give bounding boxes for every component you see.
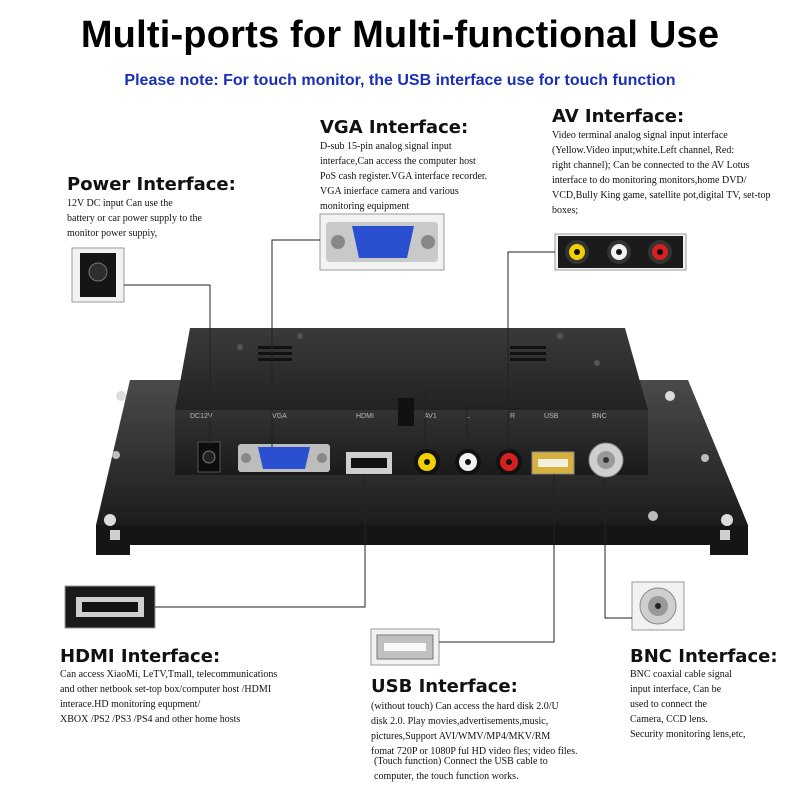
usb-desc-line: fomat 720P or 1080P ful HD video fles; v… (371, 746, 578, 757)
screw-hole (721, 514, 733, 526)
panel-label-av1: AV1 (424, 413, 437, 420)
mounting-frame (96, 380, 748, 555)
av-desc-line: right channel); Can be connected to the … (552, 160, 750, 171)
housing-top (175, 328, 648, 410)
vga-desc-line: PoS cash register.VGA interface recorder… (320, 171, 488, 182)
frame-foot-right (710, 545, 748, 555)
vga-desc-line: D-sub 15-pin analog signal input (320, 141, 452, 152)
usb-touch-line: (Touch function) Connect the USB cable t… (374, 756, 548, 767)
power-interface-description: 12V DC input Can use the battery or car … (67, 196, 202, 241)
bnc-desc-line: BNC coaxial cable signal (630, 669, 732, 680)
power-interface-heading: Power Interface: (67, 174, 236, 195)
housing-screw (557, 333, 563, 339)
usb-desc-line: (without touch) Can access the hard disk… (371, 701, 559, 712)
av-desc-line: boxes; (552, 205, 579, 216)
page-title: Multi-ports for Multi-functional Use (80, 14, 720, 56)
hdmi-desc-line: XBOX /PS2 /PS3 /PS4 and other home hosts (60, 714, 241, 725)
vent-grill-right (510, 346, 546, 361)
usb-desc-line: pictures,Support AVI/WMV/MP4/MKV/RM (371, 731, 551, 742)
hdmi-desc-line: and other netbook set-top box/computer h… (60, 684, 272, 695)
dc-port (197, 441, 221, 473)
vga-interface-heading: VGA Interface: (320, 117, 469, 138)
vga-port (238, 444, 330, 472)
housing-port-panel (175, 410, 648, 475)
av-leader-red (507, 251, 555, 450)
usb-port (531, 451, 575, 475)
bnc-port (588, 442, 624, 478)
av-desc-line: interface to do monitoring monitors,home… (552, 175, 747, 186)
frame-slot (720, 530, 730, 540)
bnc-desc-line: Camera, CCD lens. (630, 714, 708, 725)
screw-hole (648, 511, 658, 521)
screw-hole (701, 454, 709, 462)
vga-desc-line: monitoring equipment (320, 201, 410, 212)
screw-hole (665, 391, 675, 401)
housing-screw (297, 333, 303, 339)
vga-interface-description: D-sub 15-pin analog signal input interfa… (320, 139, 487, 214)
av-leader-yellow (424, 389, 508, 450)
av-desc-line: VCD,Bully King game, satellite pot,digit… (552, 190, 771, 201)
power-desc-line: battery or car power supply to the (67, 213, 202, 224)
usb-touch-description: (Touch function) Connect the USB cable t… (374, 754, 548, 784)
hdmi-port-thumbnail (64, 585, 156, 629)
power-desc-line: monitor power suppiy, (67, 228, 158, 239)
frame-top-surface (96, 380, 748, 525)
hdmi-desc-line: interace.HD monitoring equpment/ (60, 699, 201, 710)
frame-foot-left (96, 545, 130, 555)
av-yellow-port (414, 449, 440, 475)
usb-interface-description: (without touch) Can access the hard disk… (371, 699, 577, 759)
vga-desc-line: VGA inierface camera and various (320, 186, 459, 197)
screw-hole (116, 391, 126, 401)
bnc-interface-heading: BNC Interface: (630, 646, 778, 667)
vent-grill-left (258, 346, 292, 361)
panel-label-vga: VGA (272, 413, 287, 420)
frame-slot (110, 530, 120, 540)
panel-label-r: R (510, 413, 515, 420)
bnc-desc-line: Security monitoring lens,etc, (630, 729, 746, 740)
screw-hole (112, 451, 120, 459)
housing-screw (237, 344, 243, 350)
power-desc-line: 12V DC input Can use the (67, 198, 173, 209)
bnc-port-thumbnail (631, 581, 685, 631)
av-ports-thumbnail (554, 233, 687, 271)
av-desc-line: Video terminal analog signal input inter… (552, 130, 728, 141)
av-interface-description: Video terminal analog signal input inter… (552, 128, 771, 218)
usb-desc-line: disk 2.0. Play movies,advertisements,mus… (371, 716, 549, 727)
power-leader-line (124, 284, 211, 445)
touch-usb-note: Please note: For touch monitor, the USB … (124, 72, 676, 89)
bnc-desc-line: used to connect the (630, 699, 707, 710)
usb-port-thumbnail (370, 628, 440, 666)
vga-leader-line (271, 239, 320, 447)
power-port-thumbnail (71, 247, 125, 303)
hdmi-desc-line: Can access XiaoMi, LeTV,Tmall, telecommu… (60, 669, 278, 680)
frame-edge (96, 525, 748, 545)
usb-leader-line (439, 474, 555, 643)
hdmi-port (346, 452, 392, 474)
panel-label-bnc: BNC (592, 413, 607, 420)
av-interface-heading: AV Interface: (552, 106, 685, 127)
screw-hole (104, 514, 116, 526)
panel-label-l: L (466, 413, 470, 420)
rear-housing (175, 328, 648, 475)
hdmi-interface-description: Can access XiaoMi, LeTV,Tmall, telecommu… (60, 667, 277, 727)
hdmi-leader-line (155, 474, 366, 608)
panel-label-dc: DC12V (190, 413, 213, 420)
bnc-leader-line (604, 478, 632, 619)
hdmi-interface-heading: HDMI Interface: (60, 646, 221, 667)
vga-desc-line: interface,Can access the computer host (320, 156, 476, 167)
av-desc-line: (Yellow.Video input;white.Left channel, … (552, 145, 735, 156)
panel-label-usb: USB (544, 413, 559, 420)
stand-clip (398, 398, 414, 426)
av-red-port (496, 449, 522, 475)
av-white-port (455, 449, 481, 475)
usb-touch-line: computer, the touch function works. (374, 771, 519, 782)
vga-port-thumbnail (319, 213, 445, 271)
bnc-interface-description: BNC coaxial cable signal input interface… (630, 667, 746, 742)
housing-screw (594, 360, 600, 366)
usb-interface-heading: USB Interface: (371, 676, 518, 697)
panel-label-hdmi: HDMI (356, 413, 374, 420)
bnc-desc-line: input interface, Can be (630, 684, 722, 695)
av-leader-white (466, 404, 508, 450)
